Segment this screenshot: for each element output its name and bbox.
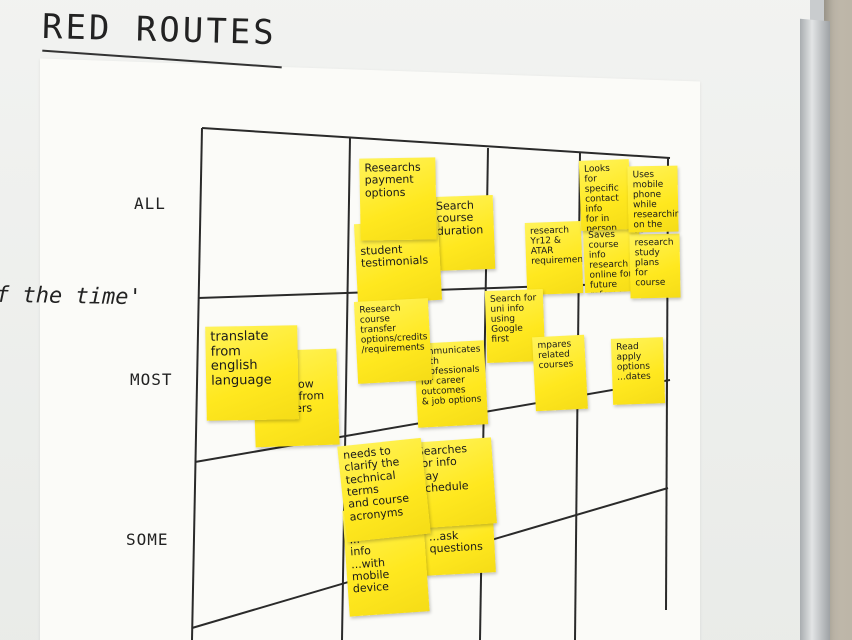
sticky-note-related: mpares related courses [532, 334, 588, 412]
board-title: RED ROUTES [41, 6, 278, 54]
sticky-note-payment: Researchs payment options [359, 157, 437, 241]
sticky-note-mobile-phone: Uses mobile phone while researching on t… [627, 165, 679, 233]
side-text: f the time' [0, 282, 142, 311]
row-label-all: ALL [134, 194, 166, 213]
sticky-note-translate: translate from english language [205, 325, 299, 421]
sticky-note-transfer: Research course transfer options/credits… [353, 298, 433, 384]
sticky-note-clarify: needs to clarify the technical terms and… [337, 437, 431, 543]
row-label-most: MOST [130, 370, 173, 389]
row-label-some: SOME [126, 530, 169, 549]
sticky-note-contact: Looks for specific contact info for in p… [578, 159, 632, 231]
sticky-note-duration: Search course duration [430, 194, 496, 272]
sticky-note-study-plans: research study plans for course [629, 233, 681, 299]
sticky-note-atar: research Yr12 & ATAR requirements [524, 221, 584, 295]
sticky-note-apply: Read apply options ...dates [610, 337, 666, 405]
